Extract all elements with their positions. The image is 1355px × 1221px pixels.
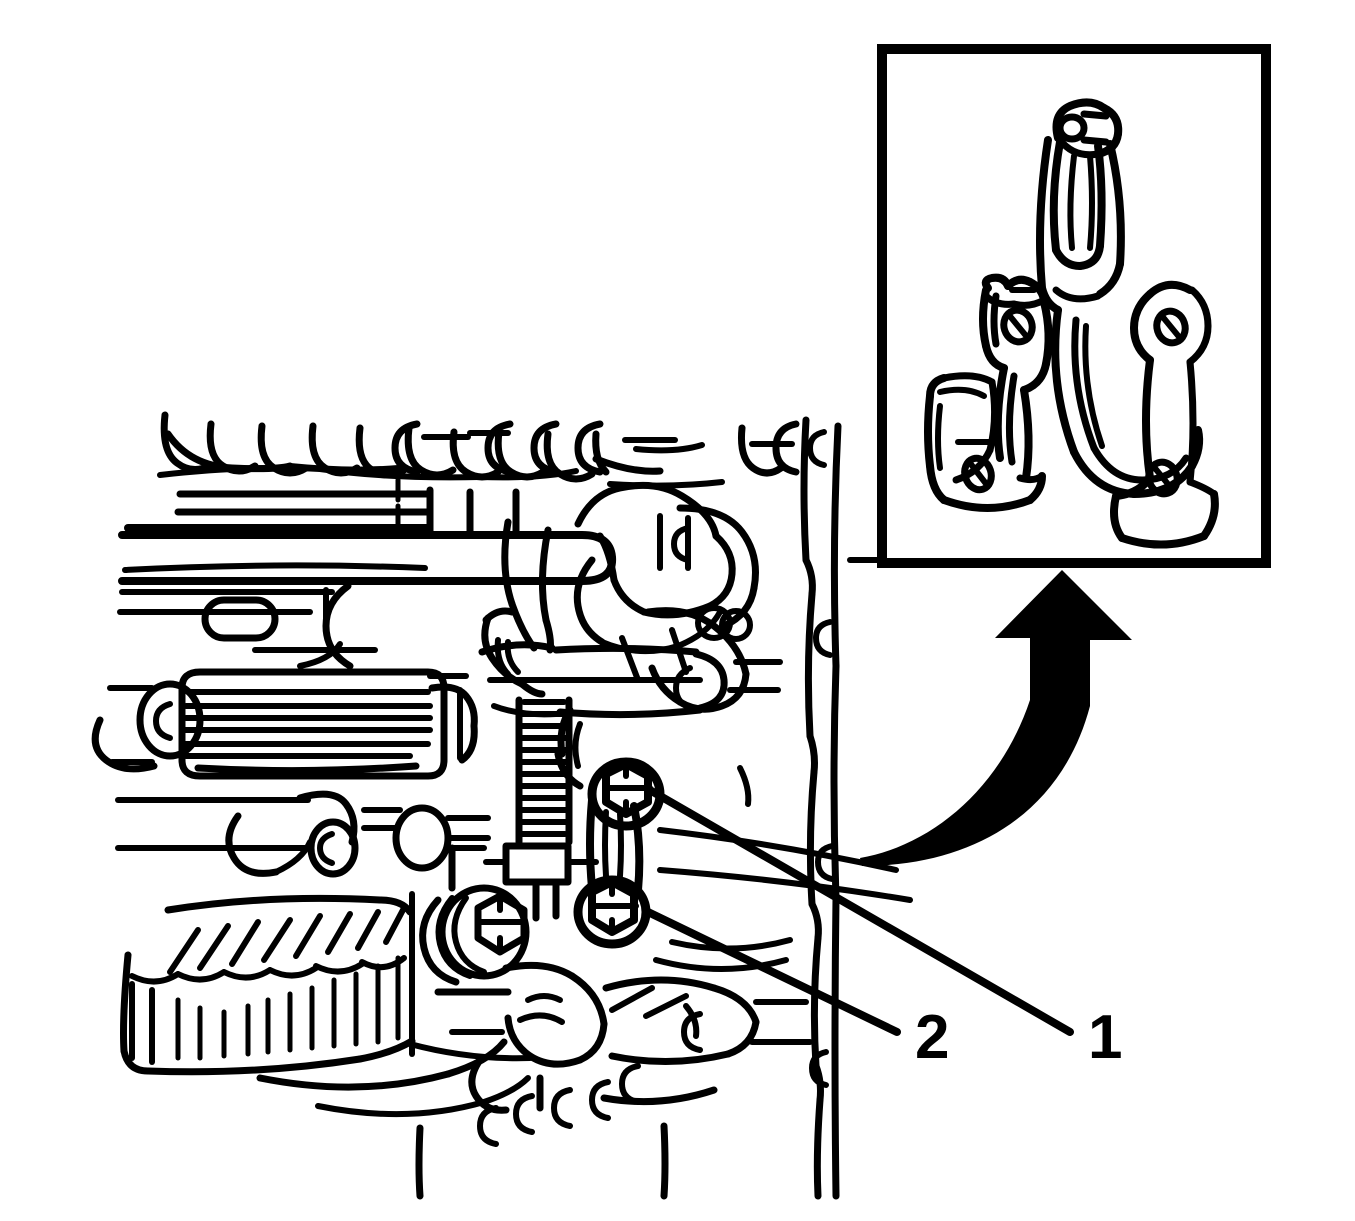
finned-housing [120, 891, 669, 1200]
callout-label-2: 2 [915, 1003, 949, 1072]
ribbed-cover-panel [91, 668, 478, 780]
block-contours [91, 582, 783, 878]
callout-label-1: 1 [1088, 1003, 1122, 1072]
right-mounting-tab [1110, 280, 1219, 549]
leader-line-1 [644, 785, 1074, 1036]
left-mounting-tab [924, 273, 1053, 512]
lower-hex-bolt [573, 875, 651, 949]
leader-line-2 [644, 908, 901, 1036]
upper-mount-arm [573, 481, 759, 713]
upper-hex-bolt [587, 757, 665, 831]
center-hex-nut [419, 884, 530, 986]
upper-ledge-lines [122, 479, 725, 573]
coiled-spring-rod [448, 518, 599, 922]
cooling-fin-row [157, 411, 800, 483]
engine-block-assembly [91, 411, 885, 1200]
curved-arm-bracket [1036, 98, 1204, 498]
mount-bracket-link [554, 706, 665, 949]
vertical-rail [749, 416, 885, 1200]
inset-pointer-arrow [860, 570, 1132, 866]
bracket-detail-inset [877, 44, 1271, 568]
lower-cast-bracket [407, 961, 813, 1147]
